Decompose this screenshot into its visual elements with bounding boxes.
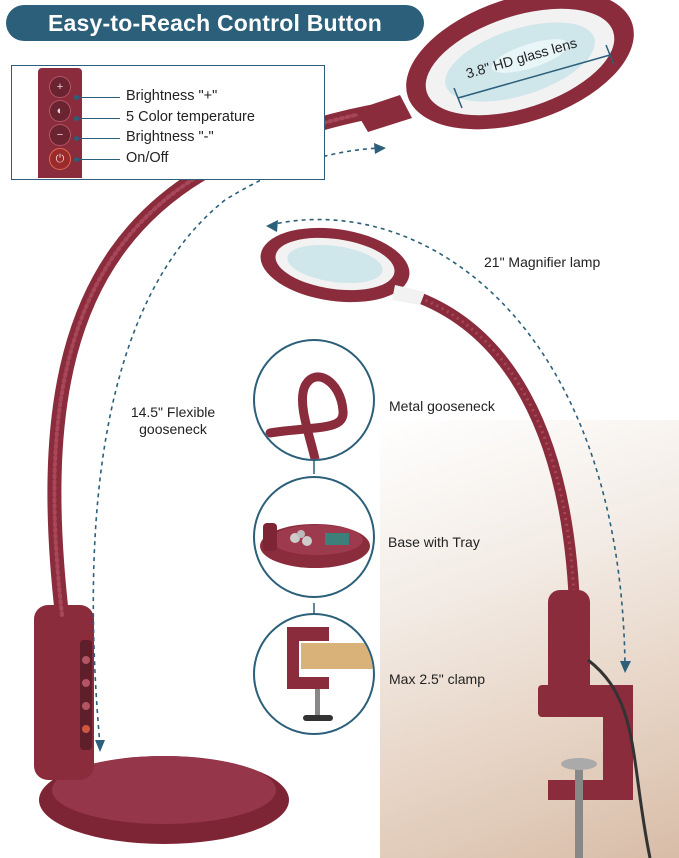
gooseneck-detail-image (265, 372, 348, 459)
color-temperature-button[interactable]: ◐ (49, 100, 71, 122)
control-label-color-temperature: 5 Color temperature (126, 109, 255, 125)
feature-clamp-circle (253, 613, 375, 735)
feature-gooseneck-circle (253, 339, 375, 461)
power-button[interactable]: ⏻ (49, 148, 71, 170)
gooseneck-label-line2: gooseneck (139, 421, 207, 437)
brightness-minus-button[interactable]: − (49, 124, 71, 146)
lamp-height-arrow (269, 218, 626, 666)
page-title: Easy-to-Reach Control Button (6, 5, 424, 41)
control-label-brightness-plus: Brightness "+" (126, 88, 218, 104)
plus-icon: + (56, 81, 64, 93)
minus-icon: − (56, 129, 64, 141)
lamp-column (34, 605, 94, 780)
feature-label-clamp: Max 2.5" clamp (389, 671, 486, 687)
feature-tray-circle (253, 476, 375, 598)
gooseneck-label-line1: 14.5" Flexible (130, 404, 216, 420)
gooseneck-length-label: 14.5" Flexible gooseneck (118, 404, 228, 438)
tray-detail-image (260, 523, 370, 568)
lamp-height-label: 21" Magnifier lamp (484, 254, 601, 270)
small-lamp-gooseneck (414, 292, 581, 626)
lamp-head-neck (355, 95, 412, 132)
feature-label-tray: Base with Tray (388, 534, 480, 550)
lamp-base-tray (52, 756, 276, 824)
small-lamp-column (548, 590, 590, 700)
brightness-plus-button[interactable]: + (49, 76, 71, 98)
clamp-detail-image (287, 627, 373, 721)
power-icon: ⏻ (55, 153, 65, 165)
control-label-brightness-minus: Brightness "-" (126, 129, 214, 145)
feature-label-gooseneck: Metal gooseneck (389, 398, 495, 414)
color-temperature-icon: ◐ (56, 105, 64, 117)
control-label-on-off: On/Off (126, 150, 169, 166)
